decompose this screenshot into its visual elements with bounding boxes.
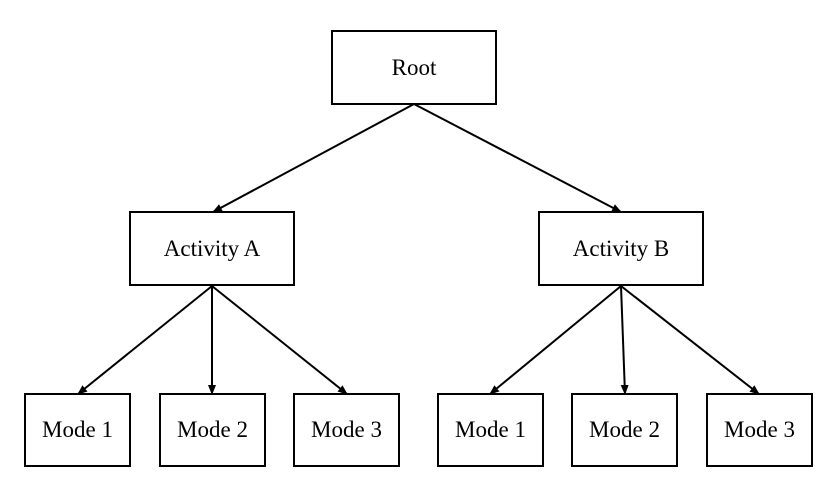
activity-a-mode-1-node: Mode 1 [24,393,131,467]
edge-activity-a-to-mode-1 [77,285,213,395]
edge-root-to-activity-a [212,103,415,213]
activity-b-mode-2-node: Mode 2 [571,393,678,467]
edge-activity-b-to-mode-3 [620,285,760,395]
activity-b-node: Activity B [538,211,704,286]
activity-b-mode-3-node: Mode 3 [706,393,813,467]
edge-activity-a-to-mode-3 [211,285,348,395]
edge-activity-b-to-mode-2 [620,285,629,395]
root-node: Root [331,30,497,105]
edge-root-to-activity-b [413,103,622,213]
activity-a-mode-2-node: Mode 2 [159,393,266,467]
edge-activity-b-to-mode-1 [489,285,622,395]
activity-a-mode-3-node: Mode 3 [293,393,400,467]
activity-a-node: Activity A [129,211,295,286]
activity-b-mode-1-node: Mode 1 [437,393,544,467]
